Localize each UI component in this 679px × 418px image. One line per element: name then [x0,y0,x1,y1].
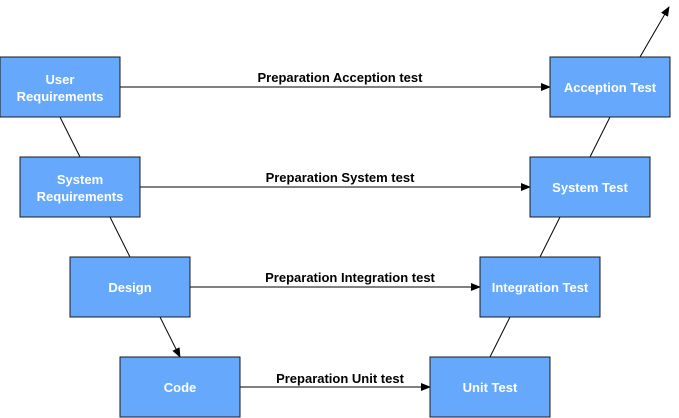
node-user-requirements: User Requirements [0,56,121,118]
connector-unit-to-integration [489,316,511,358]
edge-label-acception: Preparation Acception test [258,70,424,85]
node-design: Design [69,256,191,318]
node-system-test: System Test [529,156,651,218]
node-system-requirements-line2: Requirements [37,189,124,204]
connector-system-req-to-design [109,216,131,258]
node-system-requirements-line1: System [57,172,103,187]
node-user-requirements-line2: Requirements [17,89,104,104]
preparation-edges: Preparation Acception test Preparation S… [120,70,551,391]
node-code-label: Code [164,380,197,395]
node-integration-test-label: Integration Test [492,280,589,295]
node-design-label: Design [108,280,151,295]
connector-acception-outgoing-arrow [639,6,670,58]
node-integration-test: Integration Test [479,256,601,318]
connector-integration-to-system-test [539,216,561,258]
node-system-requirements: System Requirements [19,156,141,218]
node-acception-test-label: Acception Test [564,80,657,95]
node-system-test-label: System Test [552,180,628,195]
node-user-requirements-line1: User [46,72,75,87]
v-connectors [59,6,670,358]
node-code: Code [119,356,241,418]
node-acception-test: Acception Test [549,56,671,118]
connector-user-to-system-req [59,116,81,158]
connector-system-test-to-acception [589,116,611,158]
connector-design-to-code-arrow [159,316,181,358]
edge-label-unit: Preparation Unit test [276,371,405,386]
edge-label-system: Preparation System test [266,170,416,185]
node-unit-test: Unit Test [429,356,551,418]
node-unit-test-label: Unit Test [463,380,518,395]
edge-label-integration: Preparation Integration test [265,270,435,285]
